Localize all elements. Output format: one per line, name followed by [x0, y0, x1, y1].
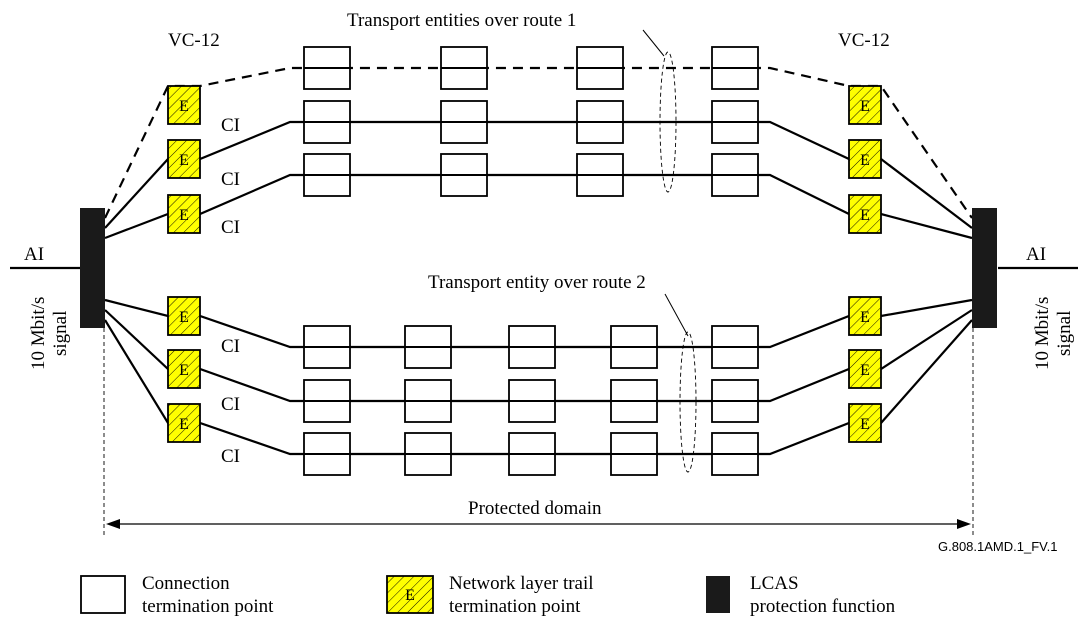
- protected-domain-arrowhead-right: [957, 519, 971, 529]
- trail-termination-point-left-letter: E: [179, 152, 189, 169]
- trail-termination-point-right-letter: E: [860, 309, 870, 326]
- trail-termination-point-right-hatch: [849, 195, 881, 233]
- trail-termination-point-left-hatch: [168, 404, 200, 442]
- route2-label: Transport entity over route 2: [428, 272, 646, 293]
- legend-ttp-line2: termination point: [449, 596, 581, 617]
- legend-lcas-line1: LCAS: [750, 573, 799, 594]
- protected-domain-label: Protected domain: [468, 498, 602, 519]
- legend: Connection termination point E Network l…: [80, 573, 896, 617]
- legend-ttp-letter: E: [405, 587, 415, 604]
- legend-ttp-line1: Network layer trail: [449, 573, 594, 594]
- route1-label: Transport entities over route 1: [347, 10, 576, 31]
- trail-termination-point-right-letter: E: [860, 416, 870, 433]
- protected-domain-arrowhead-left: [106, 519, 120, 529]
- trail-termination-point-left-letter: E: [179, 416, 189, 433]
- route2-leader-line: [664, 293, 689, 337]
- figure-code: G.808.1AMD.1_FV.1: [938, 539, 1057, 554]
- ci-label: CI: [221, 217, 240, 238]
- trail-termination-point-right-hatch: [849, 140, 881, 178]
- trail-termination-point-left-hatch: [168, 86, 200, 124]
- trail-termination-point-left-hatch: [168, 195, 200, 233]
- vc12-right-label: VC-12: [838, 30, 890, 51]
- signal-left-line1: 10 Mbit/s: [28, 297, 49, 370]
- trail-termination-point-left-hatch: [168, 297, 200, 335]
- lcas-block-left: [80, 208, 105, 328]
- legend-lcas-protection-function-icon: [706, 576, 730, 613]
- route1-leader-line: [642, 29, 665, 57]
- ci-label: CI: [221, 446, 240, 467]
- trail-termination-point-right-hatch: [849, 404, 881, 442]
- legend-connection-termination-point-icon: [80, 575, 126, 614]
- ai-right-label: AI: [1026, 244, 1046, 265]
- legend-ctp-line2: termination point: [142, 596, 274, 617]
- trail-termination-point-right-hatch: [849, 86, 881, 124]
- trail-termination-point-right-hatch: [849, 350, 881, 388]
- trail-termination-point-right-letter: E: [860, 98, 870, 115]
- lcas-block-right: [972, 208, 997, 328]
- legend-ctp-line1: Connection: [142, 573, 230, 594]
- trail-termination-point-left-letter: E: [179, 309, 189, 326]
- signal-right-line1: 10 Mbit/s: [1032, 297, 1053, 370]
- ci-label: CI: [221, 169, 240, 190]
- signal-right-label: 10 Mbit/s signal: [1032, 297, 1075, 370]
- legend-network-layer-trail-termination-point-icon: E: [386, 575, 434, 614]
- vc12-left-label: VC-12: [168, 30, 220, 51]
- signal-left-line2: signal: [50, 311, 71, 356]
- trail-termination-point-right-letter: E: [860, 207, 870, 224]
- network-paths: E E E E E E E E E E E E CI CI CI CI CI CI: [104, 46, 973, 476]
- signal-right-line2: signal: [1054, 311, 1075, 356]
- ci-label: CI: [221, 336, 240, 357]
- legend-lcas-line2: protection function: [750, 596, 896, 617]
- ci-label: CI: [221, 394, 240, 415]
- trail-termination-point-left-letter: E: [179, 362, 189, 379]
- ai-left-label: AI: [24, 244, 44, 265]
- trail-termination-point-right-hatch: [849, 297, 881, 335]
- trail-termination-point-left-letter: E: [179, 98, 189, 115]
- dashed-connection-path: [104, 66, 973, 219]
- trail-termination-point-left-letter: E: [179, 207, 189, 224]
- trail-termination-point-right-letter: E: [860, 362, 870, 379]
- trail-termination-point-left-hatch: [168, 350, 200, 388]
- trail-termination-point-right-letter: E: [860, 152, 870, 169]
- ci-label: CI: [221, 115, 240, 136]
- trail-termination-point-left-hatch: [168, 140, 200, 178]
- signal-left-label: 10 Mbit/s signal: [28, 297, 71, 370]
